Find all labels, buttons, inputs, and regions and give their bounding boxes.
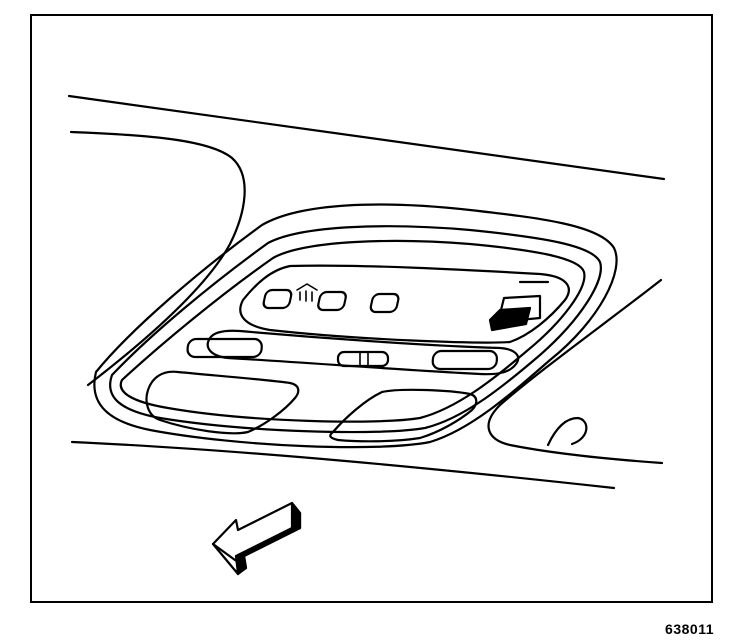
switch-panel xyxy=(239,264,570,344)
map-lamp-switch-left[interactable] xyxy=(186,337,263,359)
lower-strip-outline xyxy=(206,329,520,376)
console-bezel xyxy=(119,239,586,423)
visor-clip xyxy=(546,416,588,447)
console-inner-rim xyxy=(109,225,602,434)
map-lamp-lens-right[interactable] xyxy=(329,388,478,443)
dimmer-switch[interactable] xyxy=(488,280,550,332)
console-outer-rim xyxy=(93,203,618,449)
arrow-shadow xyxy=(234,501,302,576)
overhead-console xyxy=(93,203,618,449)
map-lamp-switch-right[interactable] xyxy=(431,349,499,371)
switch-panel-outline xyxy=(239,264,570,344)
roof-lower-edge xyxy=(70,440,616,490)
lamp-button-1[interactable] xyxy=(262,288,293,310)
windshield-pillar-right xyxy=(487,278,664,465)
slide-switch[interactable] xyxy=(336,350,390,368)
arrow-front-icon xyxy=(211,501,302,576)
lower-switch-strip xyxy=(186,329,520,376)
headliner-outline xyxy=(67,94,666,490)
lamp-button-2[interactable] xyxy=(317,290,347,312)
figure-frame xyxy=(30,14,713,603)
figure-id-label: 638011 xyxy=(665,621,714,637)
roof-front-edge xyxy=(67,94,666,181)
map-lamp-lens-left[interactable] xyxy=(145,370,300,435)
roof-inner-edge xyxy=(69,130,246,387)
garage-door-icon xyxy=(296,283,318,302)
lamp-button-3[interactable] xyxy=(369,292,400,314)
map-lamp-lenses xyxy=(145,370,478,443)
